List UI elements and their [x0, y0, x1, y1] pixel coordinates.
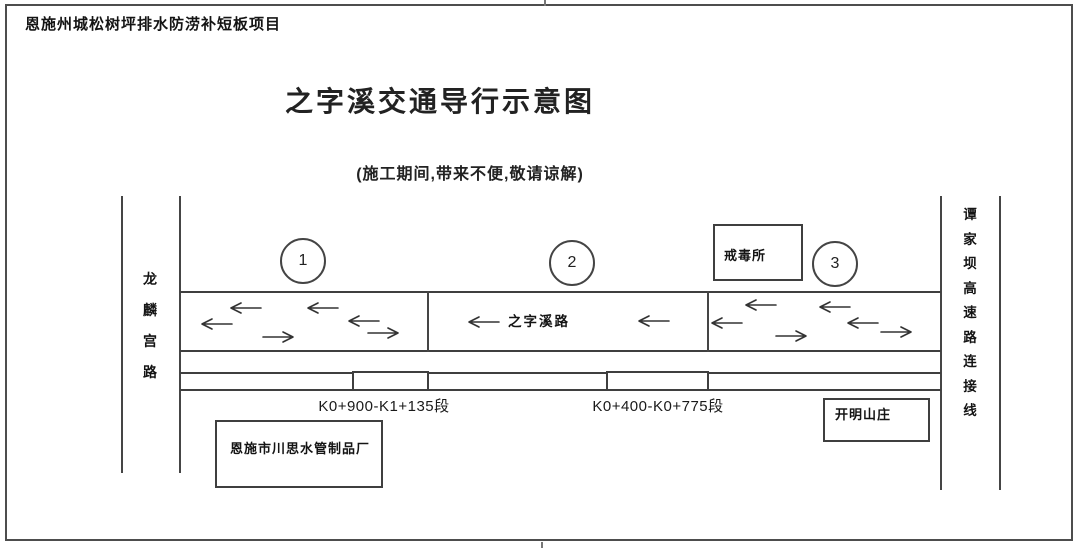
main-road-label: 之字溪路	[508, 314, 570, 329]
main-road-bottom-edge	[180, 350, 941, 352]
construction-apology-note: (施工期间,带来不便,敬请谅解)	[356, 166, 584, 183]
right-arrow-icon	[880, 325, 914, 339]
factory-label: 恩施市川思水管制品厂	[230, 441, 371, 456]
main-road-top-edge	[180, 291, 941, 293]
left-road-line-inner	[179, 196, 181, 473]
left-arrow-icon	[709, 316, 743, 330]
left-arrow-icon	[636, 314, 670, 328]
factory-box: 恩施市川思水管制品厂	[215, 420, 383, 488]
right-road-line-outer	[999, 196, 1001, 490]
left-arrow-icon	[199, 317, 233, 331]
right-arrow-icon	[262, 330, 296, 344]
left-arrow-icon	[228, 301, 262, 315]
section-marker-1: 1	[280, 238, 326, 284]
left-arrow-icon	[845, 316, 879, 330]
lower-band-top-edge	[180, 372, 941, 374]
drawing-border	[5, 4, 1073, 541]
right-arrow-icon	[775, 329, 809, 343]
left-arrow-icon	[466, 315, 500, 329]
left-arrow-icon	[817, 300, 851, 314]
detox-center-box: 戒毒所	[713, 224, 803, 281]
right-arrow-icon	[367, 326, 401, 340]
section-marker-3: 3	[812, 241, 858, 287]
right-road-label: 谭家坝高速路连接线	[963, 207, 977, 418]
project-title: 恩施州城松树坪排水防涝补短板项目	[25, 16, 282, 33]
lower-band-bottom-edge	[180, 389, 941, 391]
section-marker-2: 2	[549, 240, 595, 286]
section-divider-2	[707, 291, 709, 352]
left-arrow-icon	[305, 301, 339, 315]
section-number: 3	[830, 255, 840, 272]
fold-mark-top-icon	[544, 0, 546, 6]
segment-label-1: K0+900-K1+135段	[318, 398, 450, 415]
section-number: 1	[298, 252, 308, 269]
left-arrow-icon	[346, 314, 380, 328]
section-divider-1	[427, 291, 429, 352]
closure-rect-1	[352, 371, 429, 391]
section-number: 2	[567, 254, 577, 271]
diagram-title: 之字溪交通导行示意图	[284, 86, 595, 117]
segment-label-2: K0+400-K0+775段	[592, 398, 724, 415]
closure-rect-2	[606, 371, 709, 391]
villa-box: 开明山庄	[823, 398, 930, 442]
fold-mark-bottom-icon	[541, 542, 543, 548]
left-road-label: 龙麟宫路	[143, 271, 157, 380]
left-arrow-icon	[743, 298, 777, 312]
villa-label: 开明山庄	[835, 407, 892, 422]
right-road-line-inner	[940, 196, 942, 490]
left-road-line-outer	[121, 196, 123, 473]
detox-center-label: 戒毒所	[724, 248, 767, 263]
